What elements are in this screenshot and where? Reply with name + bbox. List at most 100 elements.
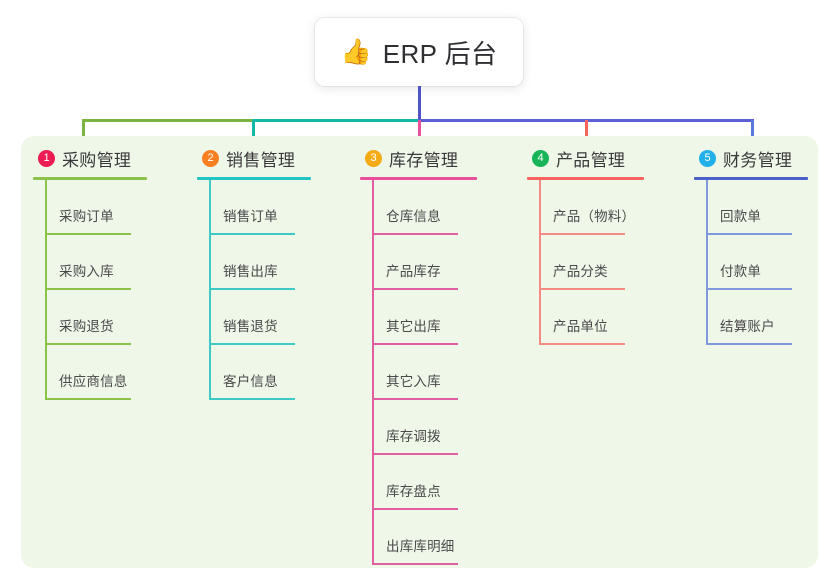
list-item-label: 销售退货 — [223, 319, 278, 334]
root-title: ERP 后台 — [382, 38, 498, 69]
list-item[interactable]: 产品库存 — [360, 235, 477, 290]
column-underline — [694, 177, 808, 180]
list-item-label: 产品分类 — [553, 264, 608, 279]
column-underline — [33, 177, 147, 180]
column-badge-icon: 5 — [699, 149, 716, 167]
list-item[interactable]: 采购入库 — [33, 235, 147, 290]
list-item-label: 采购入库 — [59, 264, 114, 279]
list-item-underline — [372, 453, 458, 455]
list-item[interactable]: 其它出库 — [360, 290, 477, 345]
column-badge-icon: 4 — [532, 149, 549, 167]
list-item[interactable]: 其它入库 — [360, 345, 477, 400]
list-item-label: 其它出库 — [386, 319, 441, 334]
list-item-underline — [706, 343, 792, 345]
column-badge-icon: 2 — [202, 149, 219, 167]
list-item-underline — [372, 398, 458, 400]
column-underline — [527, 177, 644, 180]
list-item[interactable]: 结算账户 — [694, 290, 808, 345]
list-item[interactable]: 产品分类 — [527, 235, 644, 290]
list-item-label: 出库库明细 — [386, 539, 455, 554]
column-items: 产品（物料） 产品分类产品单位 — [527, 180, 644, 345]
list-item[interactable]: 产品（物料） — [527, 180, 644, 235]
root-node[interactable]: 👍 ERP 后台 — [315, 18, 523, 86]
list-item-underline — [45, 233, 131, 235]
list-item-underline — [45, 288, 131, 290]
column-title: 采购管理 — [62, 150, 132, 170]
list-item[interactable]: 供应商信息 — [33, 345, 147, 400]
root-node-content: 👍 ERP 后台 — [341, 34, 498, 71]
column-2: 2 销售管理销售订单销售出库销售退货客户信息 — [197, 146, 311, 400]
list-item[interactable]: 采购订单 — [33, 180, 147, 235]
list-item[interactable]: 客户信息 — [197, 345, 311, 400]
list-item[interactable]: 销售订单 — [197, 180, 311, 235]
list-item-underline — [209, 398, 295, 400]
column-header-1[interactable]: 1 采购管理 — [33, 146, 147, 170]
list-item[interactable]: 产品单位 — [527, 290, 644, 345]
list-item-underline — [539, 288, 625, 290]
column-title: 财务管理 — [723, 150, 793, 170]
list-item-label: 采购退货 — [59, 319, 114, 334]
column-5: 5 财务管理回款单付款单结算账户 — [694, 146, 808, 345]
list-item[interactable]: 库存盘点 — [360, 455, 477, 510]
column-3: 3 库存管理仓库信息产品库存其它出库其它入库库存调拨库存盘点出库库明细 — [360, 146, 477, 565]
column-header-3[interactable]: 3 库存管理 — [360, 146, 477, 170]
column-trunk-line — [372, 180, 374, 565]
list-item[interactable]: 回款单 — [694, 180, 808, 235]
list-item-underline — [45, 343, 131, 345]
list-item-underline — [372, 508, 458, 510]
list-item-underline — [706, 288, 792, 290]
list-item-label: 采购订单 — [59, 209, 114, 224]
list-item-label: 库存调拨 — [386, 429, 441, 444]
column-trunk-line — [706, 180, 708, 345]
list-item[interactable]: 付款单 — [694, 235, 808, 290]
list-item-underline — [372, 288, 458, 290]
thumbs-up-icon: 👍 — [340, 37, 372, 66]
column-underline — [197, 177, 311, 180]
list-item-label: 产品库存 — [386, 264, 441, 279]
list-item[interactable]: 仓库信息 — [360, 180, 477, 235]
list-item[interactable]: 出库库明细 — [360, 510, 477, 565]
column-underline — [360, 177, 477, 180]
list-item-label: 产品（物料） — [553, 209, 636, 224]
list-item-underline — [209, 288, 295, 290]
list-item-underline — [539, 233, 625, 235]
column-badge-icon: 3 — [365, 149, 382, 167]
list-item-label: 仓库信息 — [386, 209, 441, 224]
list-item-underline — [209, 343, 295, 345]
column-items: 回款单付款单结算账户 — [694, 180, 808, 345]
column-items: 采购订单采购入库采购退货供应商信息 — [33, 180, 147, 400]
list-item-underline — [539, 343, 625, 345]
list-item-label: 结算账户 — [720, 319, 775, 334]
column-title: 库存管理 — [389, 150, 459, 170]
list-item-underline — [372, 563, 458, 565]
column-title: 销售管理 — [226, 150, 296, 170]
list-item-underline — [45, 398, 131, 400]
column-header-4[interactable]: 4 产品管理 — [527, 146, 644, 170]
list-item-underline — [209, 233, 295, 235]
list-item-underline — [372, 233, 458, 235]
list-item-label: 其它入库 — [386, 374, 441, 389]
list-item-label: 销售订单 — [223, 209, 278, 224]
column-4: 4 产品管理产品（物料） 产品分类产品单位 — [527, 146, 644, 345]
column-1: 1 采购管理采购订单采购入库采购退货供应商信息 — [33, 146, 147, 400]
list-item[interactable]: 采购退货 — [33, 290, 147, 345]
list-item-label: 回款单 — [720, 209, 762, 224]
column-trunk-line — [209, 180, 211, 400]
column-badge-icon: 1 — [38, 149, 55, 167]
column-title: 产品管理 — [556, 150, 626, 170]
column-items: 销售订单销售出库销售退货客户信息 — [197, 180, 311, 400]
column-trunk-line — [45, 180, 47, 400]
column-header-5[interactable]: 5 财务管理 — [694, 146, 808, 170]
list-item[interactable]: 销售出库 — [197, 235, 311, 290]
column-header-2[interactable]: 2 销售管理 — [197, 146, 311, 170]
list-item-label: 供应商信息 — [59, 374, 128, 389]
list-item-label: 客户信息 — [223, 374, 278, 389]
list-item-label: 销售出库 — [223, 264, 278, 279]
list-item[interactable]: 销售退货 — [197, 290, 311, 345]
list-item-underline — [706, 233, 792, 235]
list-item-label: 付款单 — [720, 264, 762, 279]
diagram-panel — [21, 136, 818, 568]
list-item[interactable]: 库存调拨 — [360, 400, 477, 455]
list-item-label: 库存盘点 — [386, 484, 441, 499]
column-trunk-line — [539, 180, 541, 345]
